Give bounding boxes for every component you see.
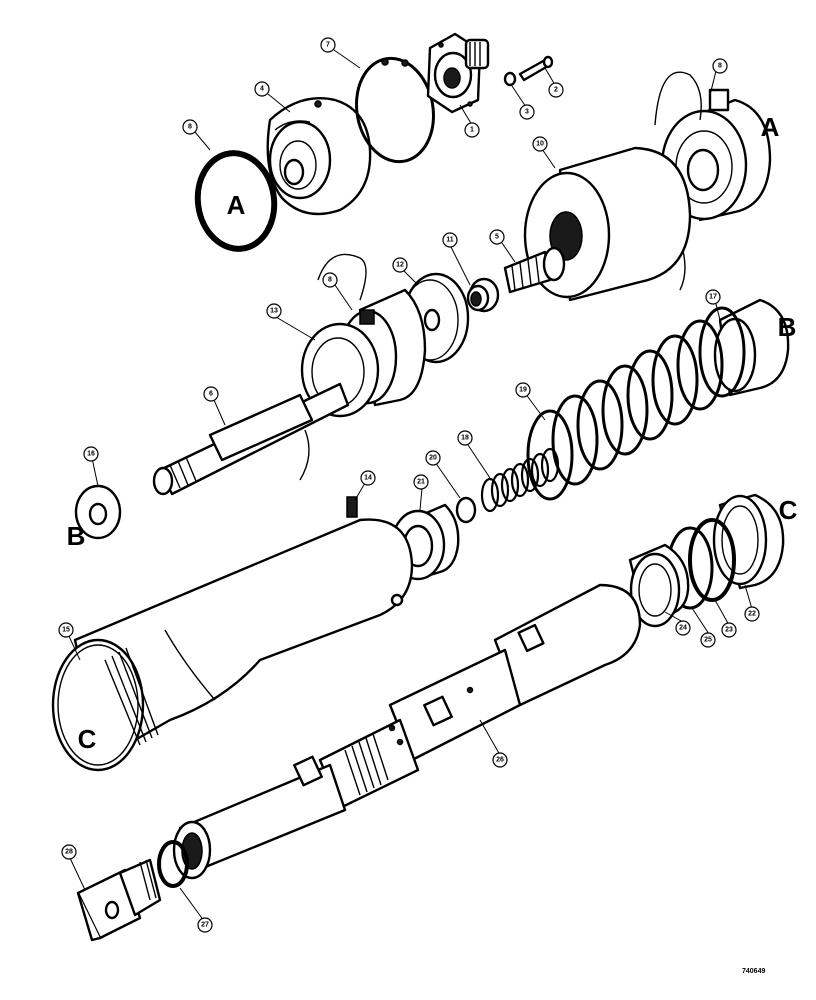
callout-18: 18 bbox=[457, 430, 473, 446]
callout-16: 16 bbox=[83, 446, 99, 462]
svg-text:22: 22 bbox=[748, 611, 756, 618]
callout-1: 1 bbox=[464, 122, 480, 138]
callout-8-b: 8 bbox=[712, 58, 728, 74]
callout-20: 20 bbox=[425, 450, 441, 466]
callout-27: 27 bbox=[197, 917, 213, 933]
svg-text:21: 21 bbox=[417, 479, 425, 486]
figure-reference-code: 740649 bbox=[742, 968, 765, 975]
svg-text:20: 20 bbox=[429, 455, 437, 462]
svg-text:4: 4 bbox=[260, 86, 264, 93]
svg-text:7: 7 bbox=[326, 42, 330, 49]
spring-seat-b-right bbox=[713, 298, 790, 397]
callout-23: 23 bbox=[721, 622, 737, 638]
callout-19: 19 bbox=[515, 382, 531, 398]
svg-text:26: 26 bbox=[496, 757, 504, 764]
washer-part-20 bbox=[455, 496, 477, 524]
svg-text:1: 1 bbox=[470, 127, 474, 134]
svg-text:15: 15 bbox=[62, 627, 70, 634]
svg-text:5: 5 bbox=[495, 234, 499, 241]
svg-text:18: 18 bbox=[461, 435, 469, 442]
connection-letter-b-left: B bbox=[67, 521, 86, 551]
svg-text:24: 24 bbox=[679, 625, 687, 632]
stud-part-5 bbox=[503, 246, 566, 294]
callout-3: 3 bbox=[519, 104, 535, 120]
solenoid-coil-a-right bbox=[654, 71, 772, 291]
screw-part-2 bbox=[518, 55, 554, 82]
callout-8-a: 8 bbox=[182, 119, 198, 135]
end-cap-part-4 bbox=[266, 97, 372, 216]
connection-letter-c-right: C bbox=[779, 495, 798, 525]
connection-letter-c-left: C bbox=[78, 724, 97, 754]
svg-text:28: 28 bbox=[65, 849, 73, 856]
svg-text:3: 3 bbox=[525, 109, 529, 116]
callout-26: 26 bbox=[492, 752, 508, 768]
clevis-fitting-part-28 bbox=[76, 858, 162, 942]
bushing-part-11 bbox=[466, 277, 500, 313]
connection-letter-a-left: A bbox=[227, 190, 246, 220]
callout-4: 4 bbox=[254, 81, 270, 97]
o-ring-part-27 bbox=[157, 840, 189, 888]
callout-5: 5 bbox=[489, 229, 505, 245]
svg-text:25: 25 bbox=[704, 637, 712, 644]
plunger-shaft-part-6 bbox=[152, 382, 350, 496]
seal-retainer-c-right bbox=[712, 493, 785, 590]
svg-text:14: 14 bbox=[364, 475, 372, 482]
svg-text:17: 17 bbox=[709, 294, 717, 301]
callout-15: 15 bbox=[58, 622, 74, 638]
svg-text:11: 11 bbox=[446, 237, 454, 244]
callout-7: 7 bbox=[320, 37, 336, 53]
svg-text:2: 2 bbox=[554, 87, 558, 94]
callout-11: 11 bbox=[442, 232, 458, 248]
callout-8-c: 8 bbox=[322, 272, 338, 288]
callout-10: 10 bbox=[532, 136, 548, 152]
svg-text:8: 8 bbox=[718, 63, 722, 70]
callout-28: 28 bbox=[61, 844, 77, 860]
svg-text:10: 10 bbox=[536, 141, 544, 148]
small-spring-part-18 bbox=[480, 447, 560, 513]
callout-13: 13 bbox=[266, 303, 282, 319]
o-ring-a-left bbox=[194, 150, 278, 252]
fitting-flange-part-1 bbox=[426, 32, 490, 114]
o-ring-part-23 bbox=[688, 518, 736, 602]
callout-leaders bbox=[67, 49, 753, 922]
callout-17: 17 bbox=[705, 289, 721, 305]
connection-letter-a-right: A bbox=[761, 112, 780, 142]
callout-21: 21 bbox=[413, 474, 429, 490]
spool-assembly-part-26 bbox=[172, 583, 642, 880]
callout-6: 6 bbox=[203, 386, 219, 402]
callout-22: 22 bbox=[744, 606, 760, 622]
housing-tube-part-15 bbox=[51, 518, 414, 772]
callout-25: 25 bbox=[700, 632, 716, 648]
svg-text:27: 27 bbox=[201, 922, 209, 929]
svg-text:19: 19 bbox=[519, 387, 527, 394]
lock-washer-part-3 bbox=[503, 71, 517, 87]
svg-text:12: 12 bbox=[396, 262, 404, 269]
callout-14: 14 bbox=[360, 470, 376, 486]
callout-2: 2 bbox=[548, 82, 564, 98]
connection-letter-b-right: B bbox=[778, 312, 797, 342]
snap-ring-part-7 bbox=[355, 56, 435, 164]
svg-text:8: 8 bbox=[328, 277, 332, 284]
svg-text:16: 16 bbox=[87, 451, 95, 458]
svg-text:6: 6 bbox=[209, 391, 213, 398]
svg-text:8: 8 bbox=[188, 124, 192, 131]
callout-12: 12 bbox=[392, 257, 408, 273]
callout-24: 24 bbox=[675, 620, 691, 636]
gland-bushing-part-24 bbox=[628, 543, 690, 628]
main-spring-part-19 bbox=[526, 306, 746, 501]
svg-text:13: 13 bbox=[270, 308, 278, 315]
svg-text:23: 23 bbox=[725, 627, 733, 634]
